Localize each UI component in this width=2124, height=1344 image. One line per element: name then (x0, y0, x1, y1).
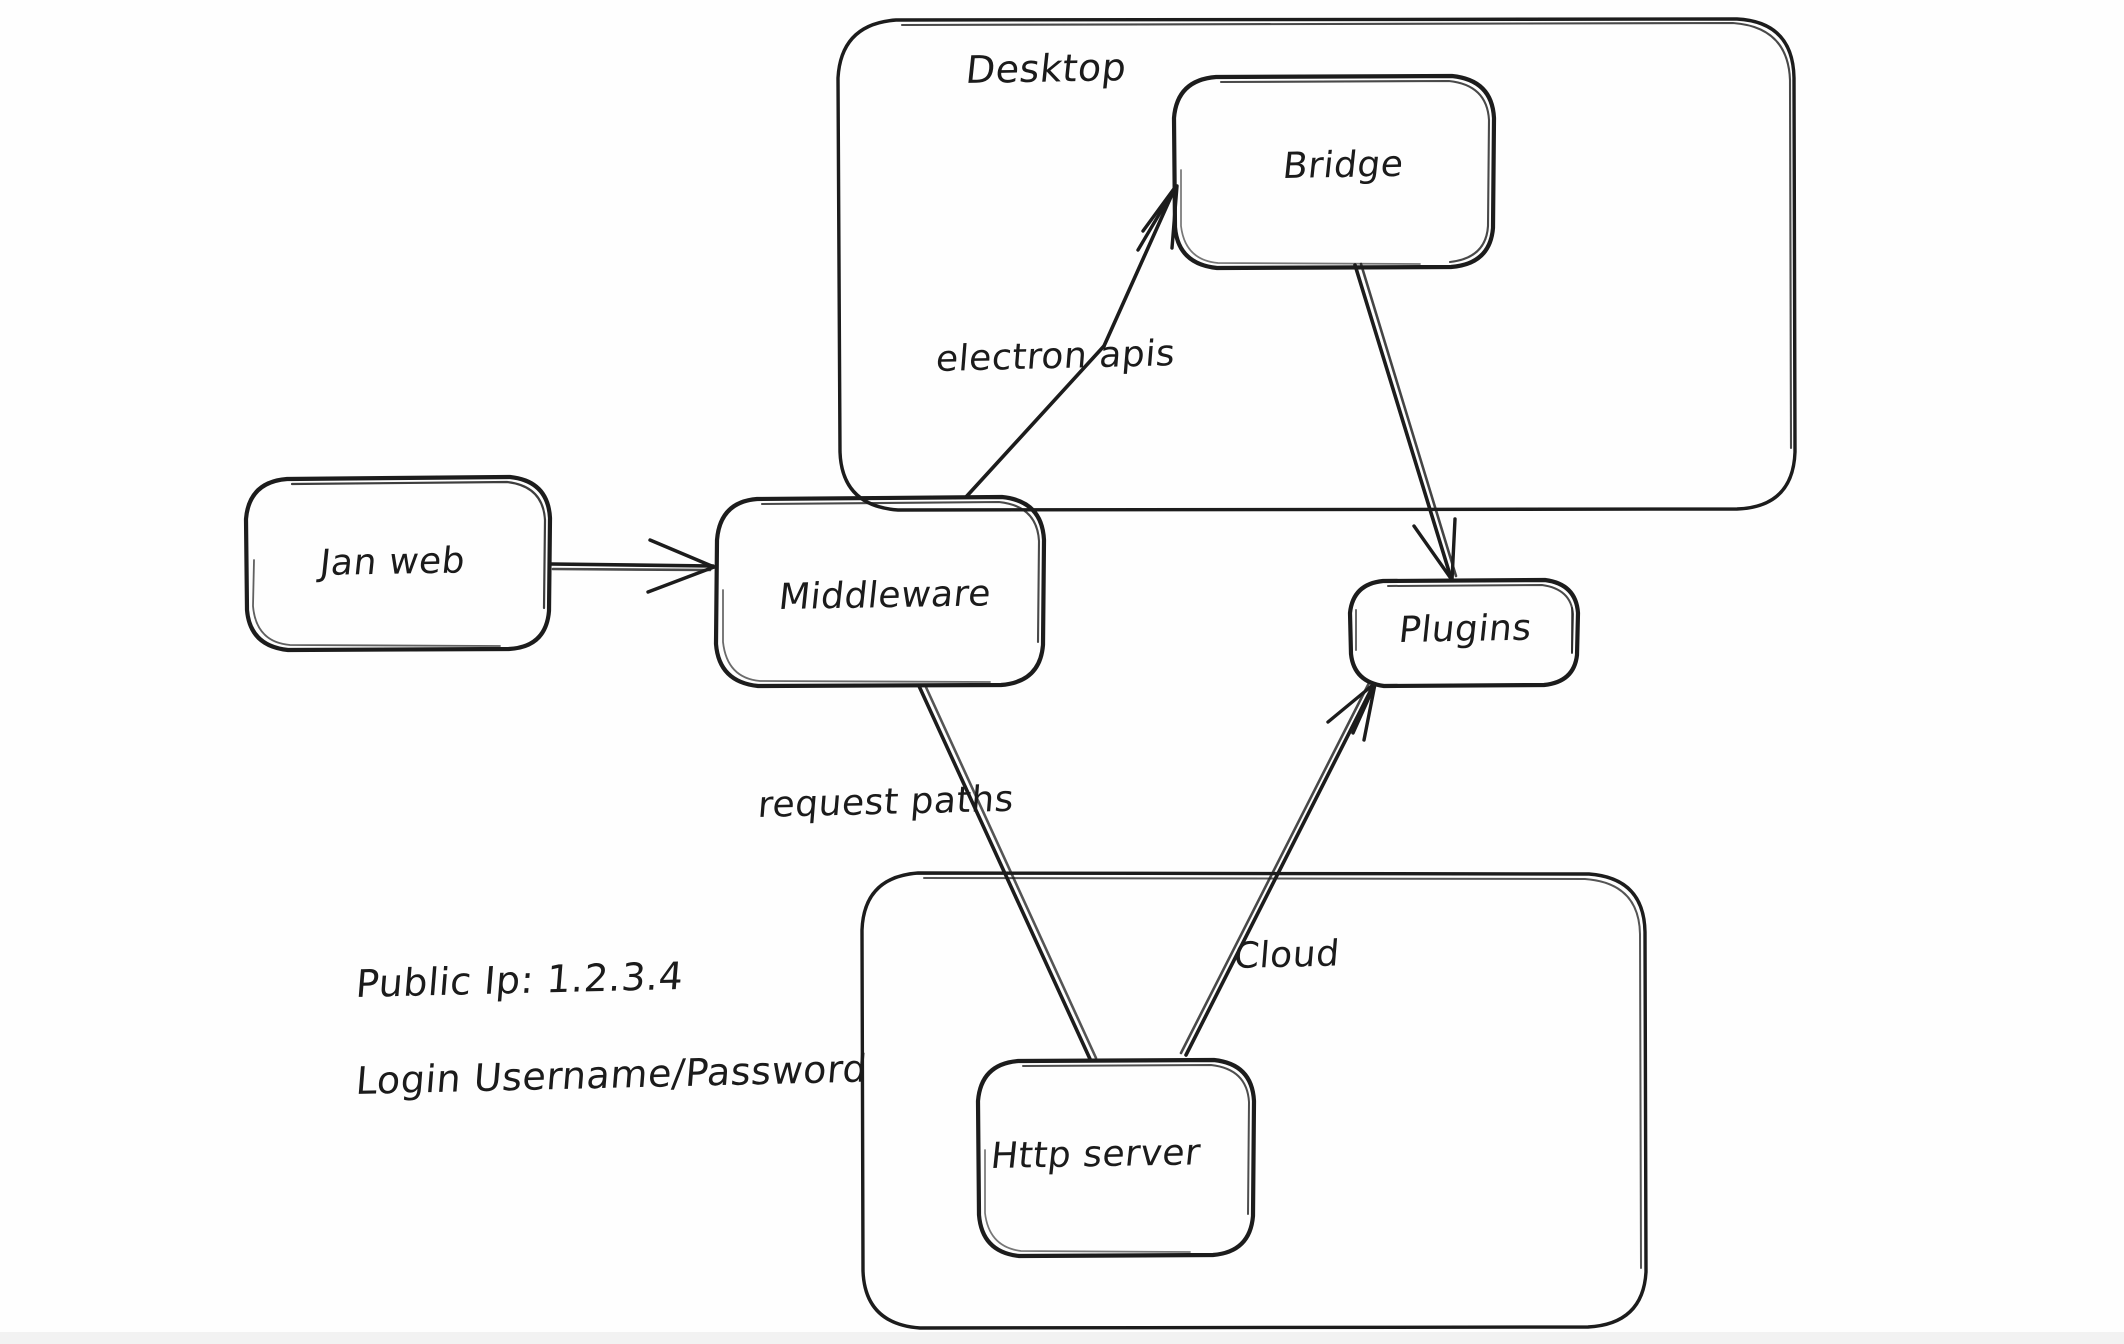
note-login: Login Username/Password (354, 1046, 870, 1103)
node-label-jan-web: Jan web (317, 540, 468, 584)
edge-jan-to-middleware (549, 538, 716, 594)
node-bridge[interactable] (1171, 73, 1497, 271)
notes-block: Public Ip: 1.2.3.4 Login Username/Passwo… (354, 954, 869, 1103)
node-label-middleware: Middleware (776, 573, 994, 618)
edge-bridge-to-plugins (1353, 262, 1458, 582)
edge-middleware-to-http (917, 683, 1098, 1061)
edge-label-request-paths: request paths (756, 778, 1016, 826)
node-label-http-server: Http server (988, 1132, 1203, 1177)
node-jan-web[interactable] (243, 474, 553, 653)
edge-http-to-plugins (1179, 681, 1377, 1057)
group-desktop (836, 17, 1797, 512)
bottom-edge-strip (0, 1332, 2124, 1344)
group-cloud (860, 871, 1648, 1330)
group-label-desktop: Desktop (963, 45, 1129, 92)
group-label-desktop-text: Desktop (963, 45, 1129, 92)
node-label-plugins: Plugins (1396, 607, 1534, 651)
edge-label-cloud: Cloud (1232, 933, 1342, 977)
node-http-server[interactable] (975, 1057, 1257, 1259)
node-label-bridge: Bridge (1280, 143, 1406, 187)
node-plugins[interactable] (1347, 577, 1581, 689)
note-public-ip: Public Ip: 1.2.3.4 (354, 954, 686, 1006)
node-middleware[interactable] (713, 494, 1047, 689)
edge-middleware-to-bridge (964, 184, 1179, 499)
edge-label-electron-apis: electron apis (934, 333, 1177, 380)
